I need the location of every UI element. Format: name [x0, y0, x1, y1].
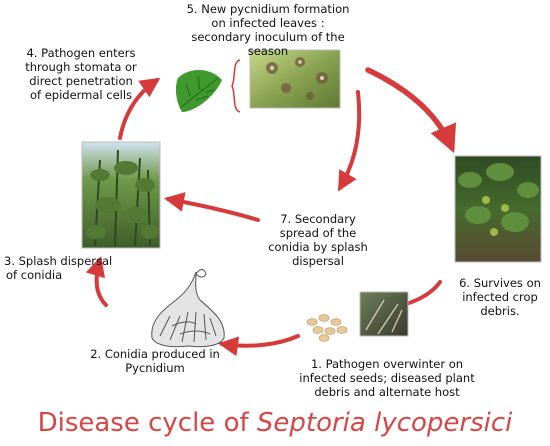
title-prefix: Disease cycle of	[37, 408, 257, 438]
step-1-line-2: infected seeds; diseased plant	[299, 371, 475, 385]
step-3-line-2: of conidia	[6, 268, 63, 282]
step-6-line-3: debris.	[480, 304, 520, 318]
step-1-line-3: debris and alternate host	[314, 385, 460, 399]
arrow-pycnidium-to-splash	[85, 256, 108, 307]
step-2-line-1: 2. Conidia produced in	[90, 347, 220, 361]
crop-field-photo	[454, 155, 542, 263]
step-3-line-1: 3. Splash dispersal	[4, 254, 113, 268]
leaf-icon	[175, 69, 222, 112]
step-4-line-4: of epidermal cells	[29, 88, 133, 102]
step-7-line-2: spread of the	[279, 226, 357, 240]
step-7-line-1: 7. Secondary	[280, 212, 356, 226]
title-species: Septoria lycopersici	[256, 408, 513, 438]
step-3-label: 3. Splash dispersal of conidia	[4, 254, 124, 282]
step-1-line-1: 1. Pathogen overwinter on	[310, 357, 464, 371]
step-6-line-2: infected crop	[462, 290, 538, 304]
arrow-secondary-to-splash	[164, 192, 260, 222]
step-4-label: 4. Pathogen enters through stomata or di…	[0, 46, 162, 102]
diseased-debris-photo	[359, 291, 409, 337]
step-6-label: 6. Survives on infected crop debris.	[450, 276, 550, 318]
arrow-overwinter-to-pycnidium	[218, 334, 300, 357]
step-6-line-1: 6. Survives on	[459, 276, 541, 290]
step-5-line-2: on infected leaves :	[211, 16, 325, 30]
step-7-line-3: conidia by splash	[268, 240, 368, 254]
step-7-label: 7. Secondary spread of the conidia by sp…	[252, 212, 384, 268]
step-2-line-2: Pycnidium	[125, 361, 185, 375]
step-4-line-3: direct penetration	[29, 74, 133, 88]
diagram-title: Disease cycle of Septoria lycopersici	[0, 408, 550, 438]
bracket-icon	[231, 59, 241, 113]
step-4-line-2: through stomata or	[25, 60, 137, 74]
step-7-line-4: dispersal	[292, 254, 344, 268]
step-5-line-1: 5. New pycnidium formation	[186, 2, 350, 16]
step-5-line-4: season	[247, 44, 289, 58]
arrow-pycnidia-to-debris	[365, 67, 457, 154]
infected-leaf-photo	[249, 49, 341, 109]
step-4-line-1: 4. Pathogen enters	[26, 46, 136, 60]
arrow-pycnidia-to-secondary	[338, 90, 362, 192]
pycnidium-drawing-icon	[151, 269, 225, 348]
seeds-icon	[306, 314, 348, 342]
step-5-label: 5. New pycnidium formation on infected l…	[158, 2, 378, 58]
step-1-label: 1. Pathogen overwinter on infected seeds…	[284, 357, 490, 399]
cycle-arrows	[85, 67, 457, 357]
step-5-line-3: secondary inoculum of the	[191, 30, 345, 44]
step-2-label: 2. Conidia produced in Pycnidium	[70, 347, 240, 375]
tomato-plant-photo	[81, 141, 161, 249]
arrow-splash-to-entry	[118, 77, 161, 140]
